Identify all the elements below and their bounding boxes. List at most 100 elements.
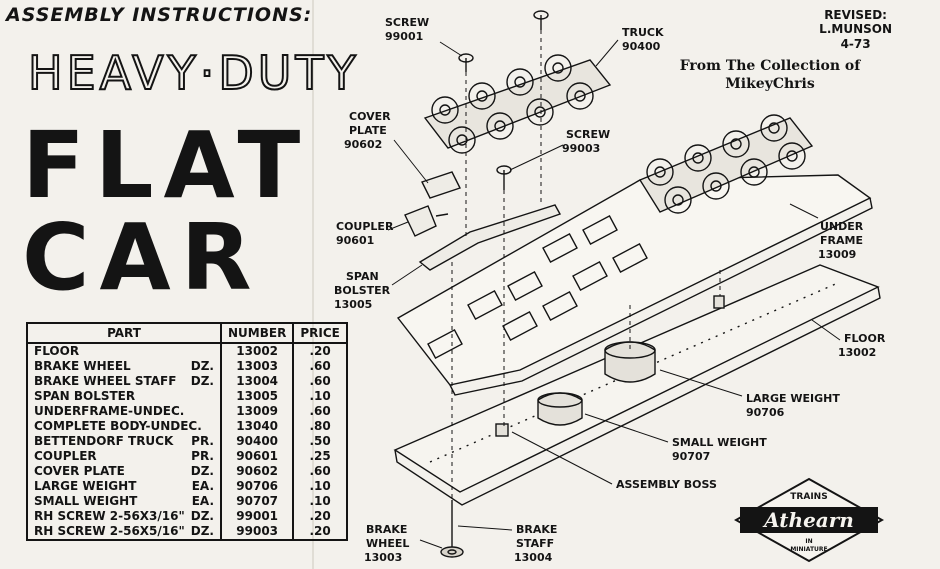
label-screw-2-number: 99003 — [562, 142, 600, 155]
truck-left — [423, 54, 612, 154]
part-name: RH SCREW 2-56X5/16" — [34, 524, 185, 538]
label-large-weight-number: 90706 — [746, 406, 785, 419]
part-price: .10 — [292, 389, 347, 404]
header-number: NUMBER — [219, 323, 294, 344]
label-screw: SCREW — [385, 16, 429, 29]
part-name: RH SCREW 2-56X3/16" — [34, 509, 185, 523]
callout-small-weight: SMALL WEIGHT 90707 — [672, 436, 767, 463]
truck-right — [638, 114, 814, 214]
label-staff: STAFF — [516, 537, 554, 550]
revision-date: 4-73 — [840, 36, 871, 51]
callout-truck: TRUCK 90400 — [622, 26, 664, 53]
label-underframe-number: 13009 — [818, 248, 856, 261]
part-unit: DZ. — [190, 359, 214, 373]
header-part: PART — [27, 323, 221, 344]
floor-edge — [394, 286, 881, 506]
part-cell: FLOOR — [27, 343, 221, 359]
label-under: UNDER — [820, 220, 864, 233]
part-name: UNDERFRAME-UNDEC. — [34, 404, 185, 418]
part-name: BRAKE WHEEL STAFF — [34, 374, 177, 388]
part-number: 90602 — [219, 464, 294, 479]
callout-screw-99003: SCREW 99003 — [562, 128, 610, 155]
logo-trains-text: TRAINS — [790, 492, 827, 502]
screw-99003-part — [496, 165, 512, 190]
table-row: UNDERFRAME-UNDEC.13009.60 — [27, 404, 347, 419]
part-number: 13004 — [219, 374, 294, 389]
part-unit: DZ. — [190, 374, 214, 388]
part-cell: RH SCREW 2-56X5/16"DZ. — [27, 524, 221, 540]
callout-floor: FLOOR 13002 — [838, 332, 886, 359]
part-number: 13009 — [219, 404, 294, 419]
heavy-duty-title: HEAVY·DUTY — [27, 46, 360, 100]
collection-owner: MikeyChris — [725, 75, 815, 92]
part-number: 99003 — [219, 524, 294, 540]
part-name: LARGE WEIGHT — [34, 479, 137, 493]
part-unit: EA. — [191, 479, 214, 493]
part-name: COUPLER — [34, 449, 97, 463]
parts-table-header: PART NUMBER PRICE — [27, 323, 347, 344]
table-row: BRAKE WHEEL DZ. 13003.60 — [27, 359, 347, 374]
label-screw-2: SCREW — [566, 128, 610, 141]
part-name: FLOOR — [34, 344, 80, 358]
label-floor-number: 13002 — [838, 346, 876, 359]
label-bolster: BOLSTER — [334, 284, 391, 297]
callout-span-bolster: SPAN BOLSTER 13005 — [334, 270, 391, 311]
part-price: .60 — [292, 359, 347, 374]
part-name: COMPLETE BODY-UNDEC. — [34, 419, 202, 433]
table-row: RH SCREW 2-56X3/16"DZ.99001.20 — [27, 509, 347, 524]
assembly-boss-parts — [495, 295, 725, 437]
callout-large-weight: LARGE WEIGHT 90706 — [746, 392, 840, 419]
part-number: 13005 — [219, 389, 294, 404]
paper-fold — [312, 0, 314, 569]
revision-note: REVISED: L.MUNSON 4-73 — [819, 8, 892, 51]
label-wheel: WHEEL — [366, 537, 409, 550]
part-price: .20 — [292, 524, 347, 540]
logo-in-text: IN — [805, 538, 812, 545]
label-floor: FLOOR — [844, 332, 886, 345]
callout-cover-plate: COVER PLATE 90602 — [344, 110, 391, 151]
coupler-part — [404, 205, 449, 237]
label-small-weight-number: 90707 — [672, 450, 710, 463]
part-unit: PR. — [191, 434, 214, 448]
label-span-bolster-number: 13005 — [334, 298, 372, 311]
callout-underframe: UNDER FRAME 13009 — [818, 220, 864, 261]
leader-lines — [387, 39, 841, 549]
revision-label: REVISED: — [824, 8, 887, 22]
part-number: 13003 — [219, 359, 294, 374]
part-price: .25 — [292, 449, 347, 464]
callout-brake-wheel: BRAKE WHEEL 13003 — [364, 523, 409, 564]
part-cell: BRAKE WHEEL DZ. — [27, 359, 221, 374]
underframe-side — [449, 197, 873, 396]
part-name: BETTENDORF TRUCK — [34, 434, 174, 448]
part-number: 90707 — [219, 494, 294, 509]
part-cell: COUPLER PR. — [27, 449, 221, 464]
part-cell: BETTENDORF TRUCK PR. — [27, 434, 221, 449]
callout-coupler: COUPLER 90601 — [336, 220, 394, 247]
part-cell: SPAN BOLSTER — [27, 389, 221, 404]
label-coupler-number: 90601 — [336, 234, 374, 247]
part-price: .60 — [292, 464, 347, 479]
part-name: BRAKE WHEEL — [34, 359, 131, 373]
label-plate: PLATE — [349, 124, 387, 137]
part-cell: BRAKE WHEEL STAFF DZ. — [27, 374, 221, 389]
callout-assembly-boss: ASSEMBLY BOSS — [616, 478, 717, 491]
table-row: COMPLETE BODY-UNDEC.13040.80 — [27, 419, 347, 434]
part-unit: PR. — [191, 449, 214, 463]
label-truck-number: 90400 — [622, 40, 661, 53]
label-assembly-boss: ASSEMBLY BOSS — [616, 478, 717, 491]
label-brake-wheel-number: 13003 — [364, 551, 402, 564]
revision-author: L.MUNSON — [819, 22, 892, 37]
label-span: SPAN — [346, 270, 379, 283]
logo-brand-text: Athearn — [762, 508, 854, 532]
part-name: SPAN BOLSTER — [34, 389, 136, 403]
brake-wheel-part — [440, 546, 464, 558]
part-unit: EA. — [191, 494, 214, 508]
